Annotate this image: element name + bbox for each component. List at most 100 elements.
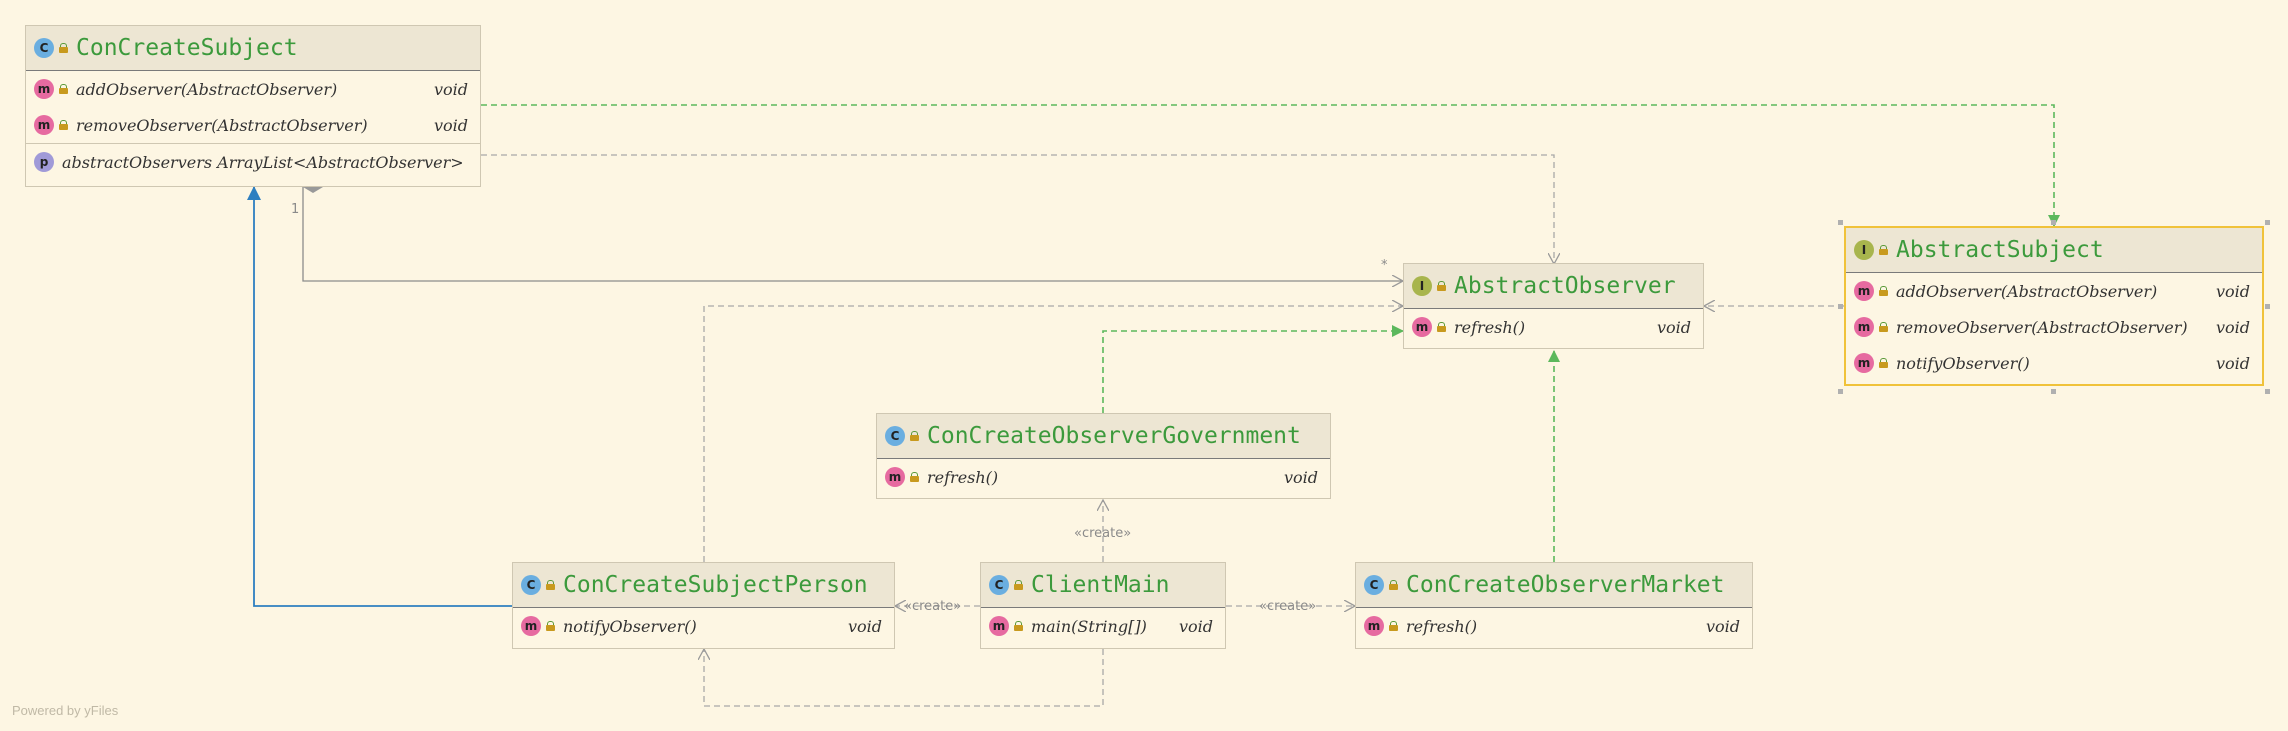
member-row[interactable]: m refresh() void <box>1404 309 1703 345</box>
powered-by-label: Powered by yFiles <box>12 703 119 718</box>
member-name: addObserver(AbstractObserver) <box>1896 281 2158 301</box>
public-lock-icon <box>59 120 68 130</box>
class-header: C ConCreateSubjectPerson <box>513 563 894 608</box>
class-name: AbstractSubject <box>1896 237 2104 263</box>
class-con-create-subject-person[interactable]: C ConCreateSubjectPerson m notifyObserve… <box>512 562 895 649</box>
member-name: main(String[]) <box>1031 616 1147 636</box>
method-icon: m <box>989 616 1009 636</box>
method-icon: m <box>1364 616 1384 636</box>
member-type: void <box>1705 616 1740 636</box>
public-lock-icon <box>1389 580 1398 590</box>
member-row[interactable]: m refresh() void <box>1356 608 1752 644</box>
member-row[interactable]: m notifyObserver() void <box>1846 345 2262 381</box>
selection-handle[interactable] <box>2051 220 2056 225</box>
public-lock-icon <box>1879 286 1888 296</box>
edge-government-realizes-observer <box>1102 325 1404 413</box>
class-name: AbstractObserver <box>1454 273 1676 299</box>
interface-icon: I <box>1854 240 1874 260</box>
edge-subject-aggregates-observers <box>302 187 1403 281</box>
member-type: void <box>847 616 882 636</box>
public-lock-icon <box>910 431 919 441</box>
member-row[interactable]: m addObserver(AbstractObserver) void <box>26 71 480 107</box>
interface-icon: I <box>1412 276 1432 296</box>
public-lock-icon <box>1014 621 1023 631</box>
selection-handle[interactable] <box>1838 220 1843 225</box>
class-con-create-subject[interactable]: C ConCreateSubject m addObserver(Abstrac… <box>25 25 481 187</box>
public-lock-icon <box>1879 358 1888 368</box>
public-lock-icon <box>1437 322 1446 332</box>
create-label: «create» <box>904 599 962 614</box>
member-name: removeObserver(AbstractObserver) <box>76 115 368 135</box>
public-lock-icon <box>1437 281 1446 291</box>
method-icon: m <box>1412 317 1432 337</box>
class-name: ConCreateObserverGovernment <box>927 423 1301 449</box>
class-icon: C <box>1364 575 1384 595</box>
multiplicity-label: 1 <box>291 202 300 217</box>
class-header: C ConCreateObserverMarket <box>1356 563 1752 608</box>
member-row[interactable]: m notifyObserver() void <box>513 608 894 644</box>
member-name: removeObserver(AbstractObserver) <box>1896 317 2188 337</box>
public-lock-icon <box>546 621 555 631</box>
interface-abstract-observer[interactable]: I AbstractObserver m refresh() void <box>1403 263 1704 349</box>
class-name: ConCreateSubject <box>76 35 298 61</box>
method-icon: m <box>34 79 54 99</box>
class-icon: C <box>521 575 541 595</box>
member-row[interactable]: m refresh() void <box>877 459 1330 495</box>
interface-abstract-subject[interactable]: I AbstractSubject m addObserver(Abstract… <box>1844 226 2264 386</box>
member-name: notifyObserver() <box>563 616 697 636</box>
selection-handle[interactable] <box>2265 389 2270 394</box>
public-lock-icon <box>59 43 68 53</box>
class-con-create-observer-market[interactable]: C ConCreateObserverMarket m refresh() vo… <box>1355 562 1753 649</box>
property-icon: p <box>34 152 54 172</box>
method-icon: m <box>1854 317 1874 337</box>
selection-handle[interactable] <box>1838 304 1843 309</box>
public-lock-icon <box>910 472 919 482</box>
member-type: void <box>433 79 468 99</box>
class-name: ClientMain <box>1031 572 1170 598</box>
create-label: «create» <box>1259 599 1317 614</box>
public-lock-icon <box>1879 322 1888 332</box>
method-icon: m <box>1854 353 1874 373</box>
public-lock-icon <box>1014 580 1023 590</box>
member-row[interactable]: p abstractObservers ArrayList<AbstractOb… <box>26 143 480 180</box>
class-header: C ConCreateObserverGovernment <box>877 414 1330 459</box>
edge-client-depends-person <box>704 649 1104 707</box>
member-row[interactable]: m removeObserver(AbstractObserver) void <box>26 107 480 143</box>
class-name: ConCreateObserverMarket <box>1406 572 1725 598</box>
member-row[interactable]: m main(String[]) void <box>981 608 1225 644</box>
member-type: void <box>1178 616 1213 636</box>
class-icon: C <box>885 426 905 446</box>
create-label: «create» <box>1074 526 1132 541</box>
member-type: void <box>433 115 468 135</box>
class-header: I AbstractObserver <box>1404 264 1703 309</box>
edge-person-depends-observer <box>703 306 1403 562</box>
method-icon: m <box>1854 281 1874 301</box>
edge-person-extends-subject <box>247 186 512 607</box>
member-row[interactable]: m addObserver(AbstractObserver) void <box>1846 273 2262 309</box>
member-type: void <box>2215 281 2250 301</box>
method-icon: m <box>521 616 541 636</box>
class-con-create-observer-government[interactable]: C ConCreateObserverGovernment m refresh(… <box>876 413 1331 499</box>
member-name: refresh() <box>927 467 999 487</box>
method-icon: m <box>885 467 905 487</box>
class-client-main[interactable]: C ClientMain m main(String[]) void <box>980 562 1226 649</box>
member-name: notifyObserver() <box>1896 353 2030 373</box>
public-lock-icon <box>1389 621 1398 631</box>
selection-handle[interactable] <box>2265 304 2270 309</box>
member-type: void <box>1656 317 1691 337</box>
selection-handle[interactable] <box>1838 389 1843 394</box>
selection-handle[interactable] <box>2265 220 2270 225</box>
selection-handle[interactable] <box>2051 389 2056 394</box>
edge-subject-depends-observer <box>481 154 1554 264</box>
member-name: addObserver(AbstractObserver) <box>76 79 338 99</box>
member-name: abstractObservers ArrayList<AbstractObse… <box>62 152 464 172</box>
member-row[interactable]: m removeObserver(AbstractObserver) void <box>1846 309 2262 345</box>
public-lock-icon <box>59 84 68 94</box>
public-lock-icon <box>1879 245 1888 255</box>
member-type: void <box>2215 353 2250 373</box>
class-header: C ClientMain <box>981 563 1225 608</box>
edge-subject-realizes-abstract-subject <box>481 104 2060 227</box>
member-name: refresh() <box>1454 317 1526 337</box>
member-name: refresh() <box>1406 616 1478 636</box>
